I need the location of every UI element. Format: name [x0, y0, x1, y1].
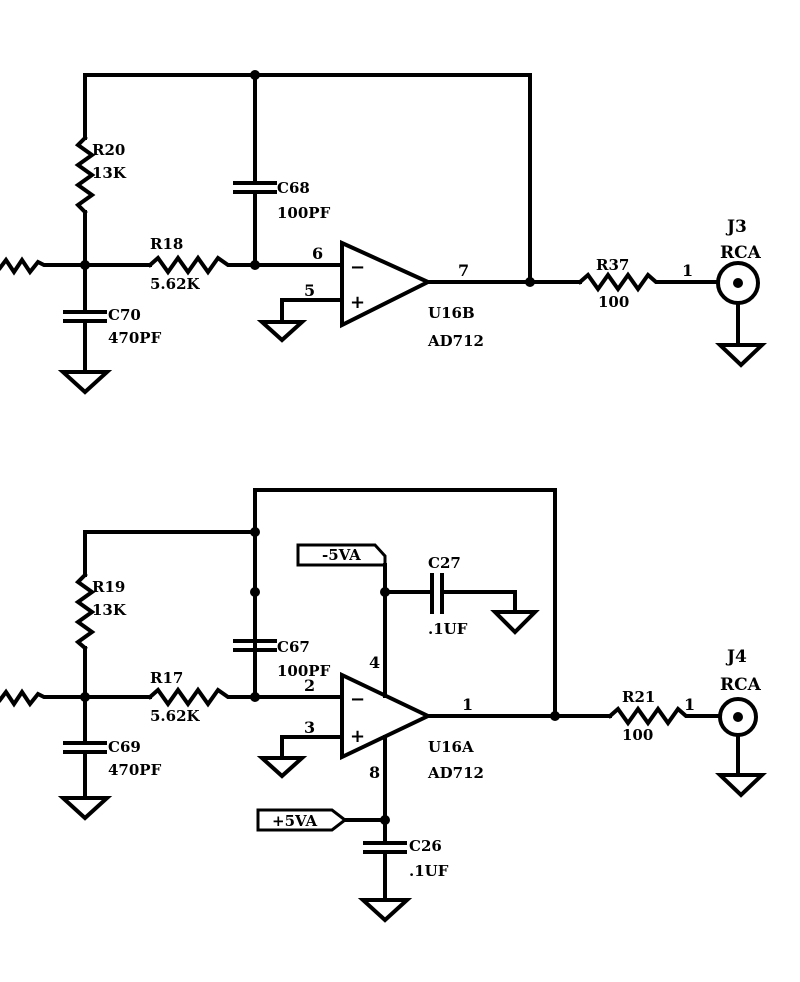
pos-supply-tag [256, 808, 348, 832]
r20-value-label: 13K [92, 164, 127, 182]
u16b-plus-sign: + [350, 292, 365, 313]
r17-resistor [147, 686, 257, 708]
c26-capacitor [363, 841, 407, 854]
r19-resistor [74, 572, 96, 651]
r37-ref-label: R37 [596, 256, 629, 274]
c68-ref-label: C68 [277, 179, 310, 197]
bottom-circuit: -5VA +5VA R19 13K C67 100PF R17 5.62K C6… [0, 488, 767, 923]
c26-value-label: .1UF [409, 862, 449, 880]
r21-value-label: 100 [622, 726, 653, 744]
top-input-resistor [0, 256, 87, 276]
r21-ref-label: R21 [622, 688, 655, 706]
r17-value-label: 5.62K [150, 707, 201, 725]
u16a-part-label: AD712 [427, 764, 484, 782]
r37-value-label: 100 [598, 293, 629, 311]
u16a-pin-output: 1 [462, 695, 473, 714]
top-left-ground-symbol [57, 370, 113, 395]
j3-type-label: RCA [720, 243, 762, 263]
r20-resistor [74, 135, 96, 215]
u16a-pin-vpos: 8 [369, 763, 380, 782]
c69-capacitor [63, 741, 107, 754]
bottom-feedback-rail [253, 488, 557, 717]
c27-value-label: .1UF [428, 620, 468, 638]
c67-ref-label: C67 [277, 638, 310, 656]
c67-value-label: 100PF [277, 662, 331, 680]
c69-ref-label: C69 [108, 738, 141, 756]
r17-ref-label: R17 [150, 669, 183, 687]
c70-value-label: 470PF [108, 329, 162, 347]
bottom-input-resistor [0, 688, 87, 708]
u16b-pin-output: 7 [458, 261, 469, 280]
c26-ground-symbol [357, 898, 413, 923]
u16b-pin-inverting: 6 [312, 244, 323, 263]
neg-supply-tag [296, 543, 387, 567]
c68-capacitor [233, 181, 277, 194]
u16b-minus-sign: − [350, 257, 365, 278]
c70-capacitor [63, 310, 107, 323]
j4-ground-symbol [715, 773, 767, 798]
c68-value-label: 100PF [277, 204, 331, 222]
c70-ref-label: C70 [108, 306, 141, 324]
r19-value-label: 13K [92, 601, 127, 619]
j4-ref-label: J4 [725, 647, 747, 667]
u16a-pin-vneg: 4 [369, 653, 380, 672]
bottom-left-ground-symbol [57, 796, 113, 821]
j3-ref-label: J3 [725, 217, 747, 237]
r19-ref-label: R19 [92, 578, 125, 596]
u16a-plus-sign: + [350, 726, 365, 747]
r37-pin-label: 1 [682, 261, 693, 280]
top-feedback-rail [83, 73, 532, 284]
top-circuit: R20 13K C68 100PF R18 5.62K C70 470PF 6 … [0, 70, 767, 395]
u16a-minus-sign: − [350, 689, 365, 710]
u16b-part-label: AD712 [427, 332, 484, 350]
u16a-ref-label: U16A [428, 738, 474, 756]
r21-pin-label: 1 [684, 695, 695, 714]
r18-resistor [147, 254, 257, 276]
u16b-pin-noninverting: 5 [304, 281, 315, 300]
r21-resistor [607, 705, 720, 727]
u16b-ref-label: U16B [428, 304, 475, 322]
bottom-mid-ground-symbol [256, 756, 308, 779]
u16a-pin-noninverting: 3 [304, 718, 315, 737]
c26-ref-label: C26 [409, 837, 442, 855]
r37-resistor [577, 271, 717, 293]
j3-ground-symbol [715, 343, 767, 368]
u16b-opamp [340, 239, 433, 329]
top-mid-ground-symbol [256, 320, 308, 343]
c27-capacitor [430, 573, 444, 614]
neg-supply-label: -5VA [322, 546, 361, 564]
c27-ground-symbol [490, 610, 540, 635]
c27-ref-label: C27 [428, 554, 461, 572]
r18-value-label: 5.62K [150, 275, 201, 293]
j4-type-label: RCA [720, 675, 762, 695]
c69-value-label: 470PF [108, 761, 162, 779]
r20-ref-label: R20 [92, 141, 125, 159]
r18-ref-label: R18 [150, 235, 183, 253]
u16a-pin-inverting: 2 [304, 676, 315, 695]
pos-supply-label: +5VA [272, 812, 317, 830]
